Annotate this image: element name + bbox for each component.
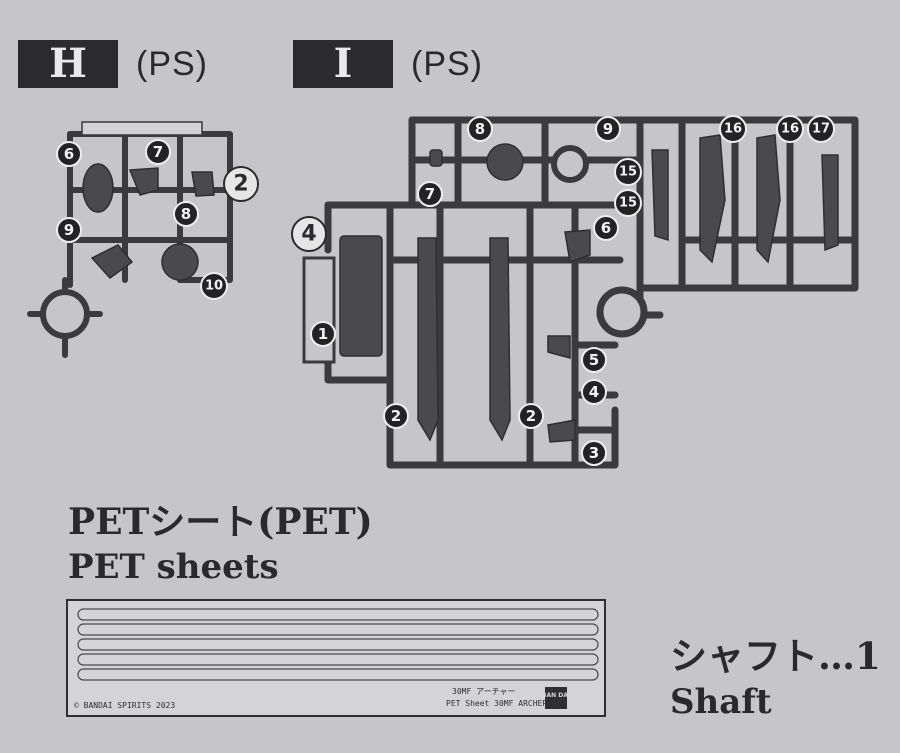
svg-text:7: 7	[153, 143, 163, 161]
svg-text:15: 15	[619, 165, 637, 180]
runner-i-tag-1: 1	[310, 321, 336, 347]
shaft-label-jp: シャフト…1	[670, 634, 881, 678]
runner-h-letter: H	[18, 40, 118, 88]
svg-text:9: 9	[64, 221, 74, 239]
svg-text:16: 16	[724, 122, 742, 137]
svg-text:4: 4	[589, 383, 599, 401]
runner-h-tag-10: 10	[200, 272, 228, 300]
pet-copyright: © BANDAI SPIRITS 2023	[74, 701, 175, 710]
svg-text:10: 10	[205, 279, 223, 294]
svg-text:3: 3	[589, 444, 599, 462]
svg-text:9: 9	[603, 120, 613, 138]
runner-i-tag-2b: 2	[518, 403, 544, 429]
pet-line2: PET Sheet 30MF ARCHER	[446, 699, 547, 708]
pet-line1: 30MF アーチャー	[452, 687, 516, 696]
runner-i-tag-15a: 15	[614, 158, 642, 186]
svg-text:1: 1	[318, 325, 328, 343]
svg-text:15: 15	[619, 196, 637, 211]
runner-i-material: (PS)	[411, 44, 483, 83]
runner-i-tag-3: 3	[581, 440, 607, 466]
runner-i-label: I (PS)	[293, 40, 483, 88]
svg-text:2: 2	[391, 407, 401, 425]
svg-text:5: 5	[589, 351, 599, 369]
runner-i-tag-15b: 15	[614, 189, 642, 217]
runner-i-tag-4-callout: 4	[291, 216, 327, 252]
svg-text:6: 6	[64, 145, 74, 163]
svg-text:2: 2	[526, 407, 536, 425]
bandai-logo	[545, 687, 567, 709]
runner-i-tag-4: 4	[581, 379, 607, 405]
runner-h-tag-6: 6	[56, 141, 82, 167]
runner-h-tag-9: 9	[56, 217, 82, 243]
runner-h-tag-7: 7	[145, 139, 171, 165]
svg-text:6: 6	[601, 219, 611, 237]
runner-h-label: H (PS)	[18, 40, 208, 88]
runner-i-tag-8: 8	[467, 116, 493, 142]
runner-i-tag-2a: 2	[383, 403, 409, 429]
shaft-label-en: Shaft	[670, 682, 772, 722]
svg-text:16: 16	[781, 122, 799, 137]
svg-text:8: 8	[475, 120, 485, 138]
svg-text:17: 17	[812, 122, 830, 137]
pet-subtitle: PET sheets	[68, 547, 279, 587]
bandai-logo-text: BAN DAI	[542, 692, 570, 699]
pet-title: PETシート(PET)	[68, 501, 373, 543]
runner-i-tag-9: 9	[595, 116, 621, 142]
runner-h-tag-8: 8	[173, 201, 199, 227]
svg-text:2: 2	[233, 172, 248, 197]
runner-i-tag-17: 17	[807, 115, 835, 143]
svg-text:4: 4	[301, 222, 316, 247]
svg-text:7: 7	[425, 185, 435, 203]
runner-i-tag-16b: 16	[776, 115, 804, 143]
runner-i-tag-16a: 16	[719, 115, 747, 143]
runner-i-frame	[302, 116, 859, 469]
runner-i-tag-7: 7	[417, 181, 443, 207]
svg-text:8: 8	[181, 205, 191, 223]
runner-i-tag-6: 6	[593, 215, 619, 241]
runner-i-letter: I	[293, 40, 393, 88]
runner-h-material: (PS)	[136, 44, 208, 83]
pet-sheet: © BANDAI SPIRITS 2023 30MF アーチャー PET She…	[66, 599, 606, 717]
runner-h-tag-2: 2	[223, 166, 259, 202]
runner-i-tag-5: 5	[581, 347, 607, 373]
